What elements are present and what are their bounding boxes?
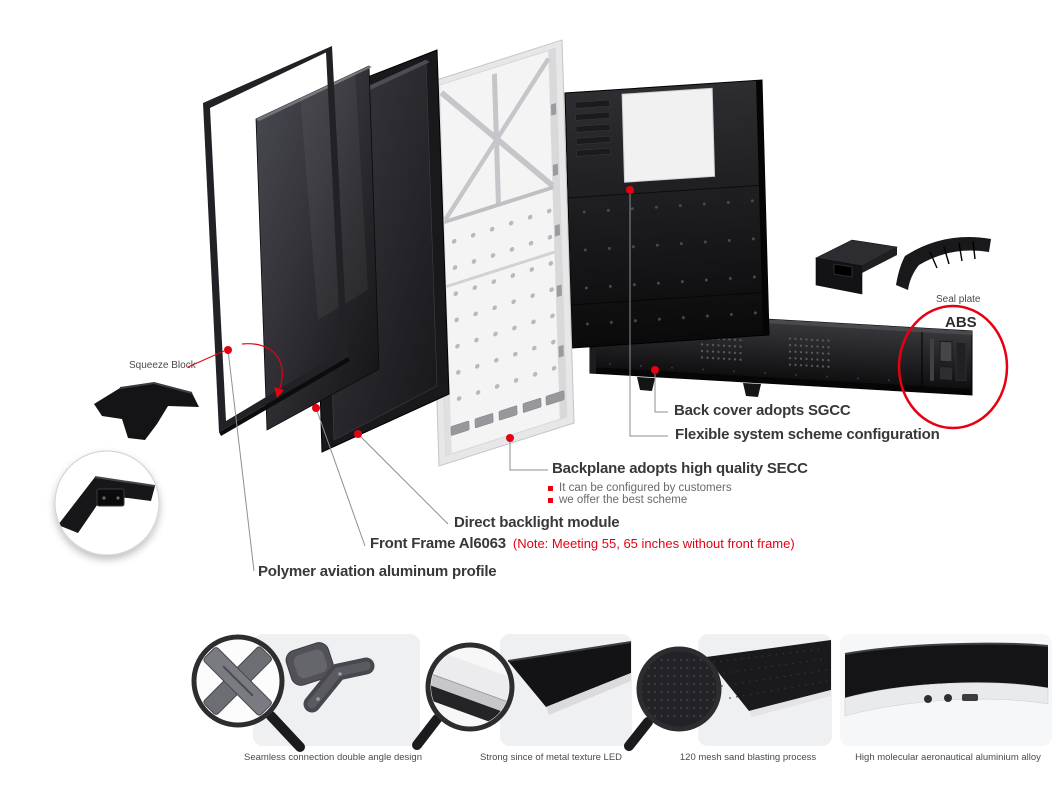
detail-1-caption: Seamless connection double angle design xyxy=(244,752,422,763)
corner-detail-zoom xyxy=(54,450,160,556)
port-slot xyxy=(962,694,978,701)
backlight-chassis xyxy=(426,39,575,467)
detail-2-caption: Strong since of metal texture LED xyxy=(479,752,623,763)
front-frame-label: Front Frame Al6063 xyxy=(370,535,506,552)
seal-plate-part xyxy=(896,237,991,290)
detail-4-art xyxy=(840,634,1052,746)
polymer-profile-label: Polymer aviation aluminum profile xyxy=(258,563,497,580)
back-cover-label: Back cover adopts SGCC xyxy=(674,402,851,419)
magnifier-lens xyxy=(636,646,722,732)
detail-4-caption: High molecular aeronautical aluminium al… xyxy=(855,752,1041,763)
port-dot xyxy=(924,695,932,703)
detail-3-caption: 120 mesh sand blasting process xyxy=(679,752,817,763)
front-frame-note: (Note: Meeting 55, 65 inches without fro… xyxy=(512,536,795,551)
front-frame-row: Front Frame Al6063 (Note: Meeting 55, 65… xyxy=(370,535,795,552)
detail-1-art xyxy=(191,634,420,752)
magnifier-handle xyxy=(624,717,653,751)
backplane-label: Backplane adopts high quality SECC xyxy=(552,460,808,477)
backplane-panel xyxy=(564,79,770,349)
front-frame-panel xyxy=(203,46,350,436)
mount-foot xyxy=(637,377,655,391)
abs-label: ABS xyxy=(945,314,977,331)
detail-2-art xyxy=(412,634,632,750)
detail-3-art xyxy=(624,634,832,751)
backplane-point-1: It can be configured by customers xyxy=(548,482,732,494)
direct-backlight-label: Direct backlight module xyxy=(454,514,620,531)
abs-highlight-circle xyxy=(897,304,1009,430)
bullet-marker xyxy=(548,485,553,491)
port-dot xyxy=(944,694,952,702)
backplane-point-2-text: we offer the best scheme xyxy=(559,494,688,506)
seal-plate-label: Seal plate xyxy=(936,294,981,305)
squeeze-block-label: Squeeze Block xyxy=(129,360,196,371)
mount-foot xyxy=(743,383,761,397)
power-board-plate xyxy=(621,87,716,183)
leader-lines xyxy=(227,190,668,572)
squeeze-block-part xyxy=(94,381,199,440)
flexible-system-label: Flexible system scheme configuration xyxy=(675,426,940,443)
mount-bracket xyxy=(815,239,898,295)
magnifier-handle xyxy=(412,714,442,750)
magnifier-handle xyxy=(266,711,305,752)
backplane-point-2: we offer the best scheme xyxy=(548,494,687,506)
backplane-point-1-text: It can be configured by customers xyxy=(559,482,732,494)
red-markers xyxy=(187,186,659,442)
bullet-marker xyxy=(548,497,553,503)
